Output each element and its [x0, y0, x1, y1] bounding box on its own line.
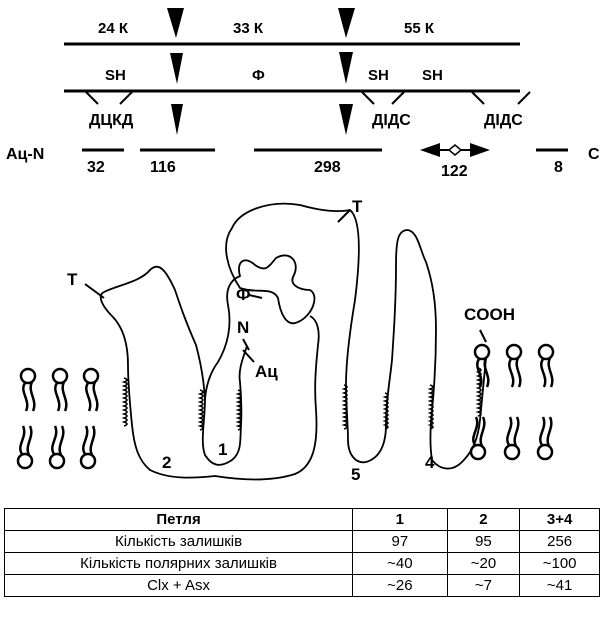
table-cell: ~26 — [353, 575, 448, 597]
loop-composition-table: Петля 1 2 3+4 Кількість залишків 97 95 2… — [4, 508, 600, 597]
site-label-sh-2: SH — [368, 67, 389, 84]
column-header: 2 — [447, 509, 520, 531]
column-header: Петля — [5, 509, 353, 531]
length-label-122: 122 — [441, 163, 468, 180]
length-label-298: 298 — [314, 159, 341, 176]
segment-tick — [392, 92, 404, 104]
label-phi: Ф — [236, 285, 251, 304]
segment-label-dids-2: ДІДС — [484, 112, 523, 129]
segment-tick — [472, 92, 484, 104]
loop-label-4: 4 — [425, 453, 435, 472]
table-cell: 97 — [353, 531, 448, 553]
lipid-bilayer-left — [18, 369, 98, 468]
membrane-model: T T Ф N Ац COOH 1 2 4 5 — [18, 197, 553, 484]
site-label-phi: Ф — [252, 67, 265, 84]
table-cell: ~20 — [447, 553, 520, 575]
fragment-label-24k: 24 К — [98, 20, 129, 37]
pointer-t-left — [85, 284, 104, 298]
column-header: 1 — [353, 509, 448, 531]
label-n: N — [237, 318, 249, 337]
table-cell: ~7 — [447, 575, 520, 597]
label-t-top: T — [352, 197, 363, 216]
label-cooh: COOH — [464, 305, 515, 324]
loop-label-1: 1 — [218, 440, 227, 459]
cleavage-arrow-5 — [339, 52, 353, 84]
fragment-map: 24 К 33 К 55 К SH Ф SH SH ДЦКД ДІДС ДІДС… — [6, 8, 600, 180]
n-terminus-label: Ац-N — [6, 146, 44, 163]
table-cell: ~100 — [520, 553, 600, 575]
length-label-8: 8 — [554, 159, 563, 176]
cleavage-arrow-2 — [170, 53, 183, 84]
c-terminus-label: C — [588, 146, 600, 163]
table-row: Кількість залишків 97 95 256 — [5, 531, 600, 553]
length-label-32: 32 — [87, 159, 105, 176]
table-row: Clx + Asx ~26 ~7 ~41 — [5, 575, 600, 597]
loop-label-5: 5 — [351, 465, 360, 484]
segment-label-dids-1: ДІДС — [372, 112, 411, 129]
cleavage-arrow-3 — [171, 104, 183, 135]
table-cell: Кількість залишків — [5, 531, 353, 553]
polypeptide-chain-left-loop — [101, 267, 319, 480]
table-header-row: Петля 1 2 3+4 — [5, 509, 600, 531]
segment-tick — [362, 92, 374, 104]
table-cell: 95 — [447, 531, 520, 553]
cleavage-arrow-1 — [167, 8, 184, 38]
loop-label-2: 2 — [162, 453, 171, 472]
table-cell: 256 — [520, 531, 600, 553]
lipid-bilayer-right — [471, 345, 553, 459]
protein-topology-diagram: 24 К 33 К 55 К SH Ф SH SH ДЦКД ДІДС ДІДС… — [0, 0, 604, 505]
cleavage-arrow-4 — [338, 8, 355, 38]
label-t-left: T — [67, 270, 78, 289]
segment-tick — [86, 92, 98, 104]
site-label-sh-3: SH — [422, 67, 443, 84]
peptide-segment-122 — [420, 143, 490, 157]
column-header: 3+4 — [520, 509, 600, 531]
pointer-cooh — [480, 330, 486, 342]
site-label-sh-1: SH — [105, 67, 126, 84]
label-ac: Ац — [255, 362, 278, 381]
fragment-label-33k: 33 К — [233, 20, 264, 37]
segment-label-dckd: ДЦКД — [89, 112, 134, 129]
segment-tick — [120, 92, 132, 104]
pointer-phi — [249, 295, 262, 298]
helix-coils — [124, 368, 481, 430]
length-label-116: 116 — [150, 159, 176, 176]
fragment-label-55k: 55 К — [404, 20, 435, 37]
segment-tick — [518, 92, 530, 104]
cleavage-arrow-6 — [339, 104, 353, 135]
table-cell: Кількість полярних залишків — [5, 553, 353, 575]
pointer-ac — [243, 350, 254, 362]
table-row: Кількість полярних залишків ~40 ~20 ~100 — [5, 553, 600, 575]
table-cell: ~40 — [353, 553, 448, 575]
table-cell: Clx + Asx — [5, 575, 353, 597]
table-cell: ~41 — [520, 575, 600, 597]
